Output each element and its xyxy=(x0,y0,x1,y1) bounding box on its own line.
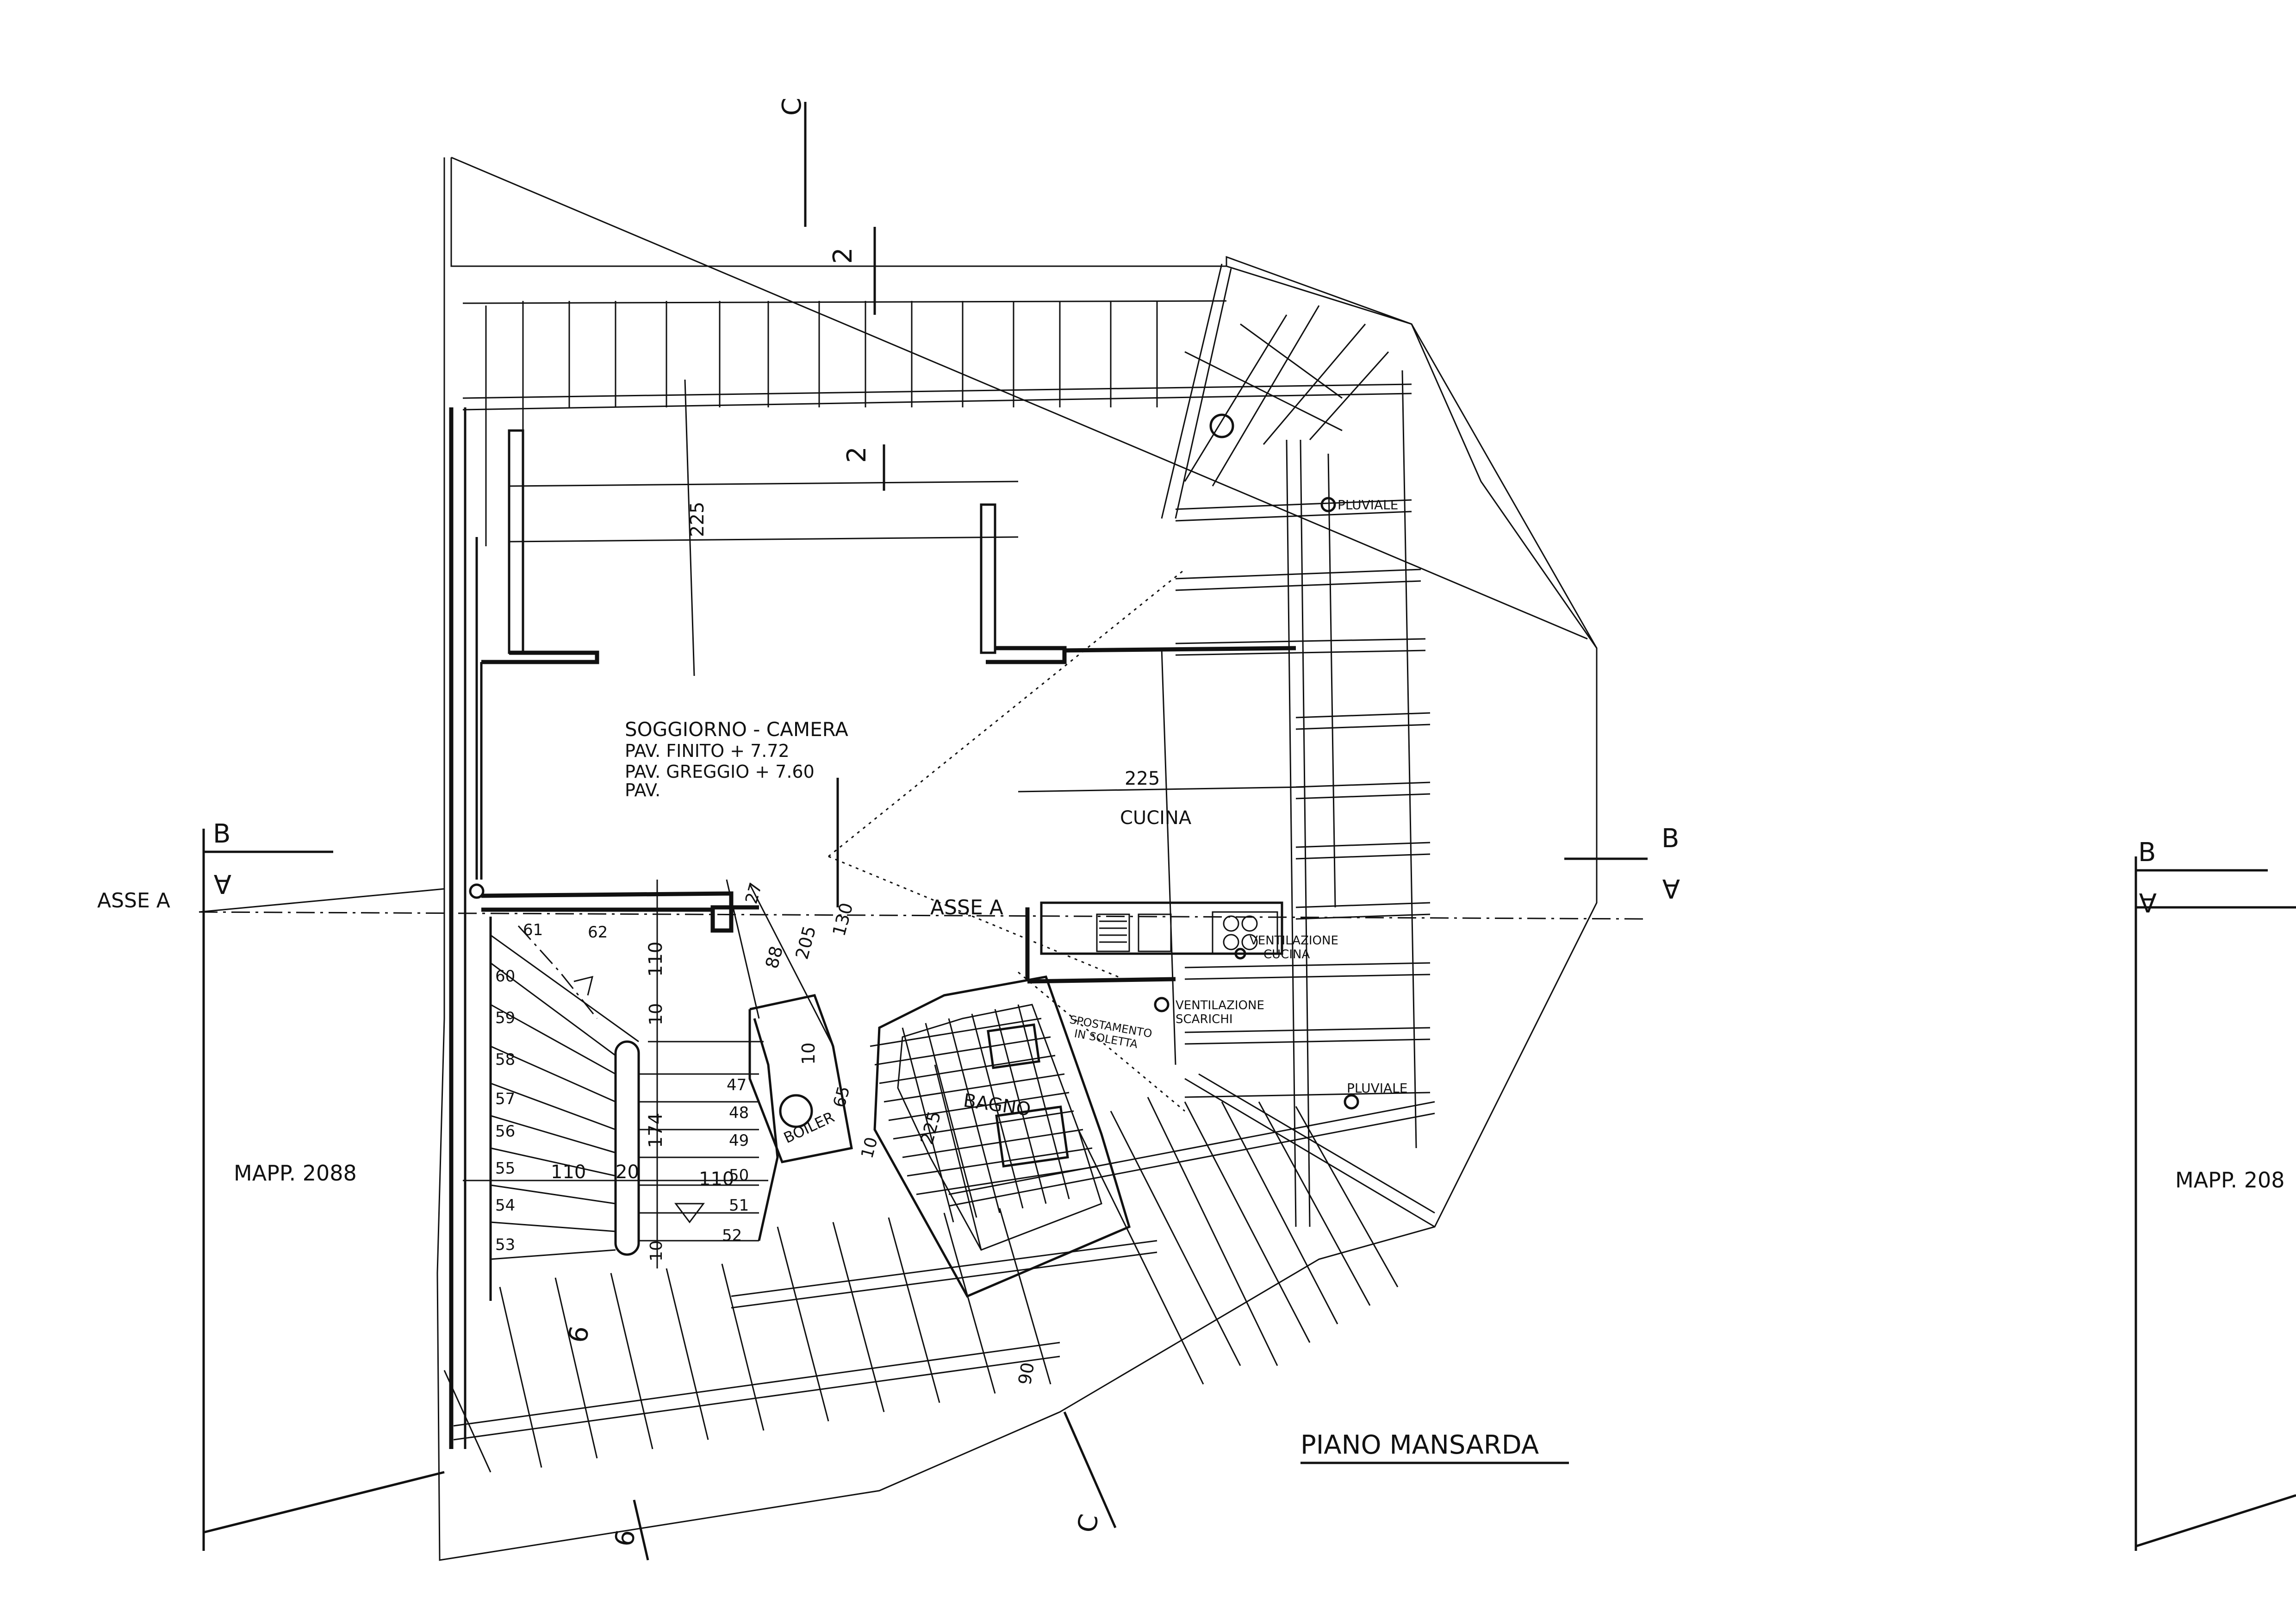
step-62: 62 xyxy=(588,923,608,942)
vent-drain-line2: SCARICHI xyxy=(1176,1012,1233,1026)
room-main-level-other: PAV. xyxy=(625,780,660,800)
dim-225-kitchen: 225 xyxy=(1125,768,1160,789)
kitchen-label: CUCINA xyxy=(1120,807,1192,829)
kitchen-fixtures xyxy=(1096,911,1278,1012)
dim-130: 130 xyxy=(828,900,857,938)
dim-65: 65 xyxy=(830,1084,853,1110)
section-2-room: 2 xyxy=(842,446,872,463)
step-60: 60 xyxy=(495,967,515,986)
step-47: 47 xyxy=(727,1076,747,1094)
bath-label: BAGNO xyxy=(962,1090,1032,1120)
step-55: 55 xyxy=(495,1159,515,1178)
step-52: 52 xyxy=(722,1226,742,1245)
dim-10-d: 10 xyxy=(858,1135,881,1161)
dim-27: 27 xyxy=(742,881,765,906)
pluviale-bottom-label: PLUVIALE xyxy=(1347,1081,1407,1096)
dimension-lines xyxy=(463,379,1306,1268)
step-54: 54 xyxy=(495,1196,515,1215)
plan-title: PIANO MANSARDA xyxy=(1300,1430,1539,1460)
dim-90: 90 xyxy=(1014,1361,1039,1386)
step-59: 59 xyxy=(495,1009,515,1027)
vent-kitchen-line2: CUCINA xyxy=(1263,948,1310,962)
staircase xyxy=(490,925,759,1260)
parcel-left: MAPP. 2088 xyxy=(234,1161,357,1186)
section-b-left: B xyxy=(213,819,230,849)
step-53: 53 xyxy=(495,1236,515,1254)
pluviale-top-label: PLUVIALE xyxy=(1338,497,1398,512)
step-51: 51 xyxy=(729,1196,749,1215)
stair-step-numbers: 61 62 60 59 58 57 56 55 54 53 47 48 49 5… xyxy=(495,921,749,1254)
step-48: 48 xyxy=(729,1104,749,1122)
section-a-right: A xyxy=(1662,873,1680,903)
step-50: 50 xyxy=(729,1166,749,1185)
downpipes xyxy=(469,413,1359,1128)
dim-110-b: 110 xyxy=(551,1162,586,1183)
section-c-bottom: C xyxy=(1072,1512,1105,1535)
dim-20: 20 xyxy=(616,1162,639,1183)
section-a-far: A xyxy=(2139,887,2157,917)
step-57: 57 xyxy=(495,1090,515,1108)
roof-outline xyxy=(436,156,1598,1561)
room-main-name: SOGGIORNO - CAMERA xyxy=(625,718,848,741)
section-a-left: A xyxy=(214,868,231,899)
dim-110-a: 110 xyxy=(645,942,666,977)
dim-10-a: 10 xyxy=(646,1003,666,1025)
section-6-a: 6 xyxy=(563,1324,595,1345)
step-49: 49 xyxy=(729,1131,749,1150)
section-b-right: B xyxy=(1661,824,1679,854)
step-58: 58 xyxy=(495,1050,515,1069)
section-6-b: 6 xyxy=(609,1527,641,1549)
dim-174: 174 xyxy=(645,1113,666,1148)
step-56: 56 xyxy=(495,1122,515,1141)
section-lines xyxy=(199,102,2296,1561)
dim-110-c: 110 xyxy=(699,1168,734,1190)
dim-205: 205 xyxy=(791,924,820,961)
section-c-top: C xyxy=(777,98,807,116)
axis-a-left: ASSE A xyxy=(97,889,170,912)
dim-10-c: 10 xyxy=(647,1240,666,1262)
section-2-top: 2 xyxy=(828,247,858,264)
dim-10-b: 10 xyxy=(798,1043,819,1065)
axis-a-mid: ASSE A xyxy=(930,896,1003,919)
step-61: 61 xyxy=(523,921,543,939)
room-main-level-finished: PAV. FINITO + 7.72 xyxy=(625,741,790,761)
room-main-level-rough: PAV. GREGGIO + 7.60 xyxy=(625,762,815,782)
roof-rafters xyxy=(443,263,1435,1473)
labels: SOGGIORNO - CAMERA PAV. FINITO + 7.72 PA… xyxy=(97,98,2285,1549)
section-b-far: B xyxy=(2138,837,2156,868)
vent-drain-line1: VENTILAZIONE xyxy=(1176,999,1264,1012)
parcel-right: MAPP. 208 xyxy=(2175,1168,2285,1193)
vent-kitchen-line1: VENTILAZIONE xyxy=(1250,934,1338,948)
boiler-label: BOILER xyxy=(781,1108,837,1147)
dim-225-room: 225 xyxy=(687,502,708,537)
bath-tiles xyxy=(870,1004,1097,1223)
walls xyxy=(449,407,1296,1449)
dim-225-bath: 225 xyxy=(916,1109,945,1146)
